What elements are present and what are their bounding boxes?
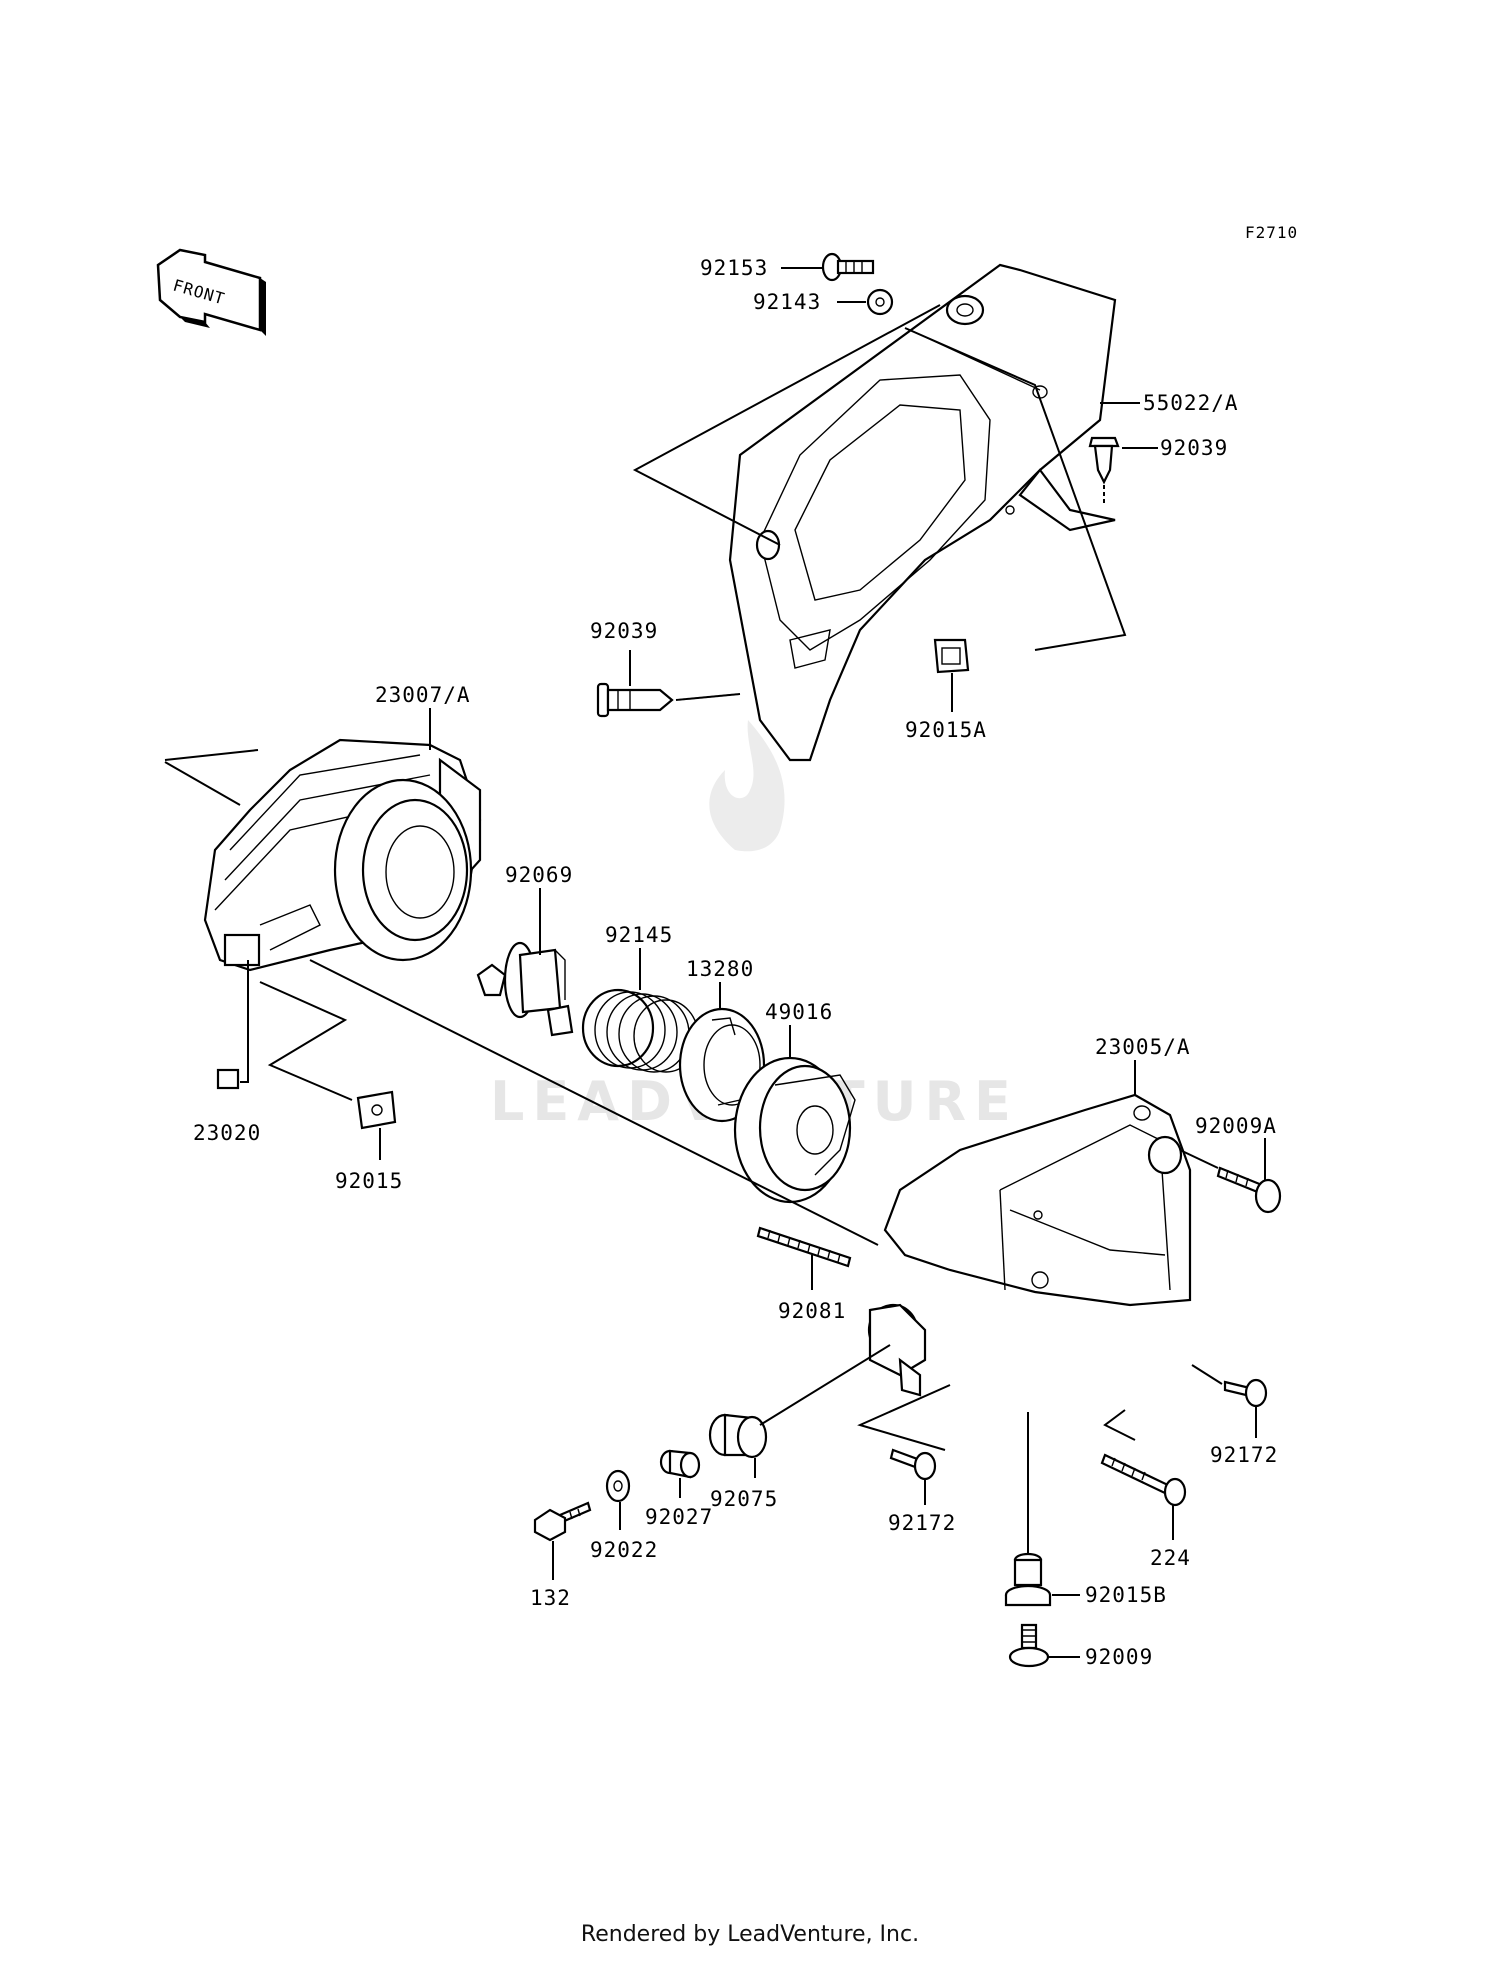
bolt-92153	[821, 252, 875, 282]
clip-92039-right	[1088, 436, 1120, 485]
callout-92009: 92009	[1085, 1645, 1153, 1669]
callout-224: 224	[1150, 1546, 1191, 1570]
callout-92172-left: 92172	[888, 1511, 956, 1535]
callout-92039-right: 92039	[1160, 436, 1228, 460]
spring-92081	[756, 1226, 852, 1268]
headlight-case	[867, 1093, 1192, 1397]
headlight-cover	[728, 263, 1117, 762]
callout-49016: 49016	[765, 1000, 833, 1024]
callout-92145: 92145	[605, 923, 673, 947]
headlight-unit	[203, 738, 482, 972]
spring-92145	[581, 988, 699, 1073]
clip-23020	[216, 1068, 240, 1090]
callout-92172-right: 92172	[1210, 1443, 1278, 1467]
footer-credit: Rendered by LeadVenture, Inc.	[580, 1922, 920, 1947]
washer-92143	[866, 288, 894, 316]
bulb-92069	[476, 941, 574, 1037]
cap-49016	[733, 1056, 856, 1204]
front-arrow-icon: FRONT	[156, 248, 266, 336]
callout-23020: 23020	[193, 1121, 261, 1145]
nut-92015	[356, 1090, 397, 1130]
callout-13280: 13280	[686, 957, 754, 981]
screw-224	[1100, 1453, 1187, 1507]
callout-132: 132	[530, 1586, 571, 1610]
callout-92069: 92069	[505, 863, 573, 887]
callout-92153: 92153	[700, 256, 768, 280]
nut-92015a	[933, 638, 970, 674]
screw-92009a	[1216, 1166, 1282, 1214]
callout-92143: 92143	[753, 290, 821, 314]
callout-23005-a: 23005/A	[1095, 1035, 1191, 1059]
callout-92039-left: 92039	[590, 619, 658, 643]
screw-92009	[1008, 1623, 1050, 1668]
screw-92172-right	[1223, 1378, 1268, 1408]
bolt-132	[533, 1501, 592, 1542]
callout-92015a: 92015A	[905, 718, 987, 742]
screw-92172-left	[889, 1448, 937, 1481]
callout-92022: 92022	[590, 1538, 658, 1562]
callout-92081: 92081	[778, 1299, 846, 1323]
collar-92027	[659, 1449, 701, 1479]
callout-92009a: 92009A	[1195, 1114, 1277, 1138]
callout-92027: 92027	[645, 1505, 713, 1529]
callout-55022-a: 55022/A	[1143, 391, 1239, 415]
washer-92022	[605, 1469, 631, 1503]
callout-23007-a: 23007/A	[375, 683, 471, 707]
diagram-code: F2710	[1245, 223, 1298, 242]
grommet-92075	[708, 1413, 768, 1459]
nut-92015b	[1004, 1552, 1052, 1607]
callout-92015: 92015	[335, 1169, 403, 1193]
clip-92039-left	[596, 682, 674, 718]
callout-92015b: 92015B	[1085, 1583, 1167, 1607]
callout-92075: 92075	[710, 1487, 778, 1511]
